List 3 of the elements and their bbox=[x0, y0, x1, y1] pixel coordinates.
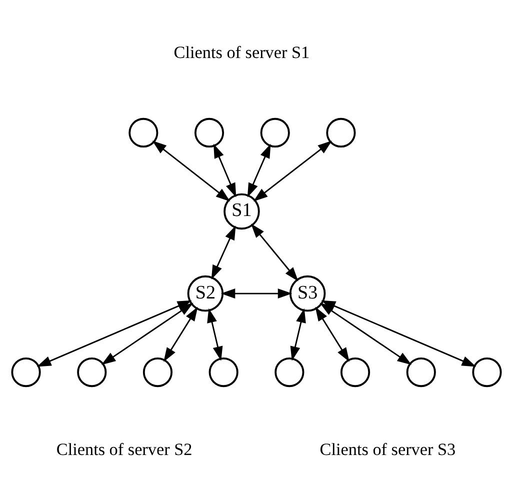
label: Clients of server S3 bbox=[320, 440, 456, 459]
label: Clients of server S1 bbox=[174, 42, 310, 62]
label: Clients of server S2 bbox=[56, 440, 192, 459]
